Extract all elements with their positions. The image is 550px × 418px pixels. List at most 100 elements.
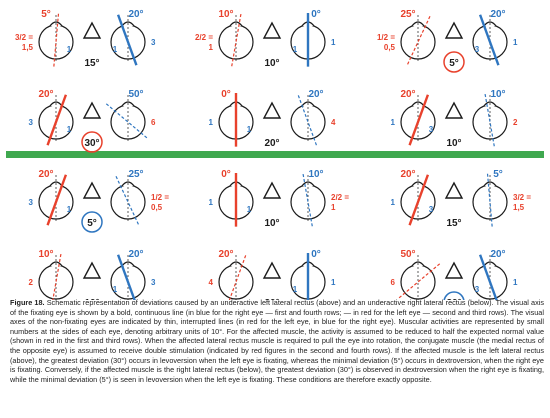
right-angle-label: 20° bbox=[128, 249, 143, 260]
left-muscle-number: 2 bbox=[29, 278, 34, 287]
left-angle-label: 10° bbox=[38, 249, 53, 260]
fixation-target bbox=[82, 181, 102, 199]
right-muscle-number: 3/2 = bbox=[513, 193, 531, 202]
left-inner-muscle-number: 1 bbox=[67, 205, 72, 214]
right-visual-axis bbox=[115, 175, 139, 225]
left-muscle-number: 1 bbox=[391, 198, 396, 207]
left-angle-label: 0° bbox=[221, 169, 231, 180]
fixation-target bbox=[262, 181, 282, 199]
right-muscle-number: 2 bbox=[513, 118, 518, 127]
right-visual-axis bbox=[297, 94, 317, 146]
deviation-label: 30° bbox=[84, 138, 99, 149]
figure-caption-text: Schematic representation of deviations c… bbox=[10, 298, 545, 384]
fixation-target bbox=[82, 261, 102, 279]
right-visual-axis bbox=[116, 14, 138, 66]
right-muscle-number: 1 bbox=[331, 38, 336, 47]
left-visual-axis bbox=[52, 253, 62, 300]
right-muscle-number: 2/2 = bbox=[331, 193, 349, 202]
deviation-label: 10° bbox=[84, 298, 99, 300]
right-inner-muscle-number: 1 bbox=[293, 45, 298, 54]
deviation-label: 10° bbox=[264, 218, 279, 229]
right-muscle-number: 1/2 = bbox=[151, 193, 169, 202]
deviation-circle bbox=[81, 131, 103, 153]
eye-panel: 25°1/2 =0,520°135° bbox=[377, 9, 518, 73]
left-inner-muscle-number: 1 bbox=[247, 125, 252, 134]
left-muscle-number: 1,5 bbox=[22, 43, 34, 52]
left-angle-label: 25° bbox=[400, 9, 415, 20]
left-inner-muscle-number: 1 bbox=[67, 45, 72, 54]
right-angle-label: 0° bbox=[311, 249, 321, 260]
left-eye-outline bbox=[218, 264, 254, 300]
right-muscle-number: 0,5 bbox=[151, 203, 163, 212]
right-inner-muscle-number: 3 bbox=[475, 45, 480, 54]
left-muscle-number: 6 bbox=[391, 278, 396, 287]
left-angle-label: 20° bbox=[38, 89, 53, 100]
right-eye-outline bbox=[290, 184, 326, 220]
left-muscle-number: 1 bbox=[209, 118, 214, 127]
right-visual-axis bbox=[478, 14, 500, 66]
right-muscle-number: 6 bbox=[151, 118, 156, 127]
right-inner-muscle-number: 1 bbox=[293, 285, 298, 294]
left-visual-axis bbox=[46, 94, 68, 146]
deviation-label: 10° bbox=[264, 58, 279, 69]
right-visual-axis bbox=[484, 93, 495, 147]
right-angle-label: 20° bbox=[490, 9, 505, 20]
left-inner-muscle-number: 1 bbox=[247, 205, 252, 214]
left-muscle-number: 3 bbox=[29, 118, 34, 127]
right-inner-muscle-number: 1 bbox=[113, 285, 118, 294]
left-eye-outline bbox=[38, 264, 74, 300]
left-muscle-number: 4 bbox=[209, 278, 214, 287]
left-eye-outline bbox=[400, 24, 436, 60]
eye-panel: 10° 2 20° 3 1 10° bbox=[29, 249, 156, 300]
right-inner-muscle-number: 1 bbox=[113, 45, 118, 54]
deviation-label: 20° bbox=[264, 298, 279, 300]
fixation-target bbox=[444, 261, 464, 279]
deviation-label: 10° bbox=[446, 138, 461, 149]
right-angle-label: 10° bbox=[490, 89, 505, 100]
left-inner-muscle-number: 3 bbox=[429, 205, 434, 214]
right-angle-label: 50° bbox=[128, 89, 143, 100]
left-visual-axis bbox=[228, 254, 247, 300]
deviation-label: 20° bbox=[264, 138, 279, 149]
left-eye-outline bbox=[218, 24, 254, 60]
left-muscle-number: 1 bbox=[391, 118, 396, 127]
right-muscle-number: 1,5 bbox=[513, 203, 525, 212]
left-inner-muscle-number: 3 bbox=[429, 125, 434, 134]
left-eye-outline bbox=[400, 264, 436, 300]
left-angle-label: 20° bbox=[38, 169, 53, 180]
left-visual-axis bbox=[231, 13, 242, 67]
deviation-circle bbox=[443, 51, 465, 73]
eye-panel: 50°620°1330° bbox=[391, 249, 518, 300]
left-angle-label: 5° bbox=[41, 9, 51, 20]
right-visual-axis bbox=[105, 102, 148, 139]
fixation-target bbox=[262, 101, 282, 119]
left-angle-label: 20° bbox=[400, 169, 415, 180]
left-muscle-number: 0,5 bbox=[384, 43, 396, 52]
deviation-label: 15° bbox=[446, 218, 461, 229]
left-visual-axis bbox=[408, 174, 430, 226]
right-visual-axis bbox=[486, 173, 493, 227]
eye-panel: 20° 1 3 10° 2 10° bbox=[391, 89, 518, 149]
right-angle-label: 5° bbox=[493, 169, 503, 180]
left-muscle-number: 3 bbox=[29, 198, 34, 207]
left-angle-label: 20° bbox=[218, 249, 233, 260]
left-angle-label: 20° bbox=[400, 89, 415, 100]
left-muscle-number: 3/2 = bbox=[15, 33, 33, 42]
figure-label: Figure 18. bbox=[10, 298, 45, 307]
fixation-target bbox=[444, 181, 464, 199]
left-muscle-number: 1 bbox=[209, 43, 214, 52]
right-muscle-number: 1 bbox=[513, 278, 518, 287]
right-muscle-number: 3 bbox=[151, 278, 156, 287]
right-muscle-number: 1 bbox=[331, 203, 336, 212]
right-angle-label: 0° bbox=[311, 9, 321, 20]
right-eye-outline bbox=[290, 104, 326, 140]
